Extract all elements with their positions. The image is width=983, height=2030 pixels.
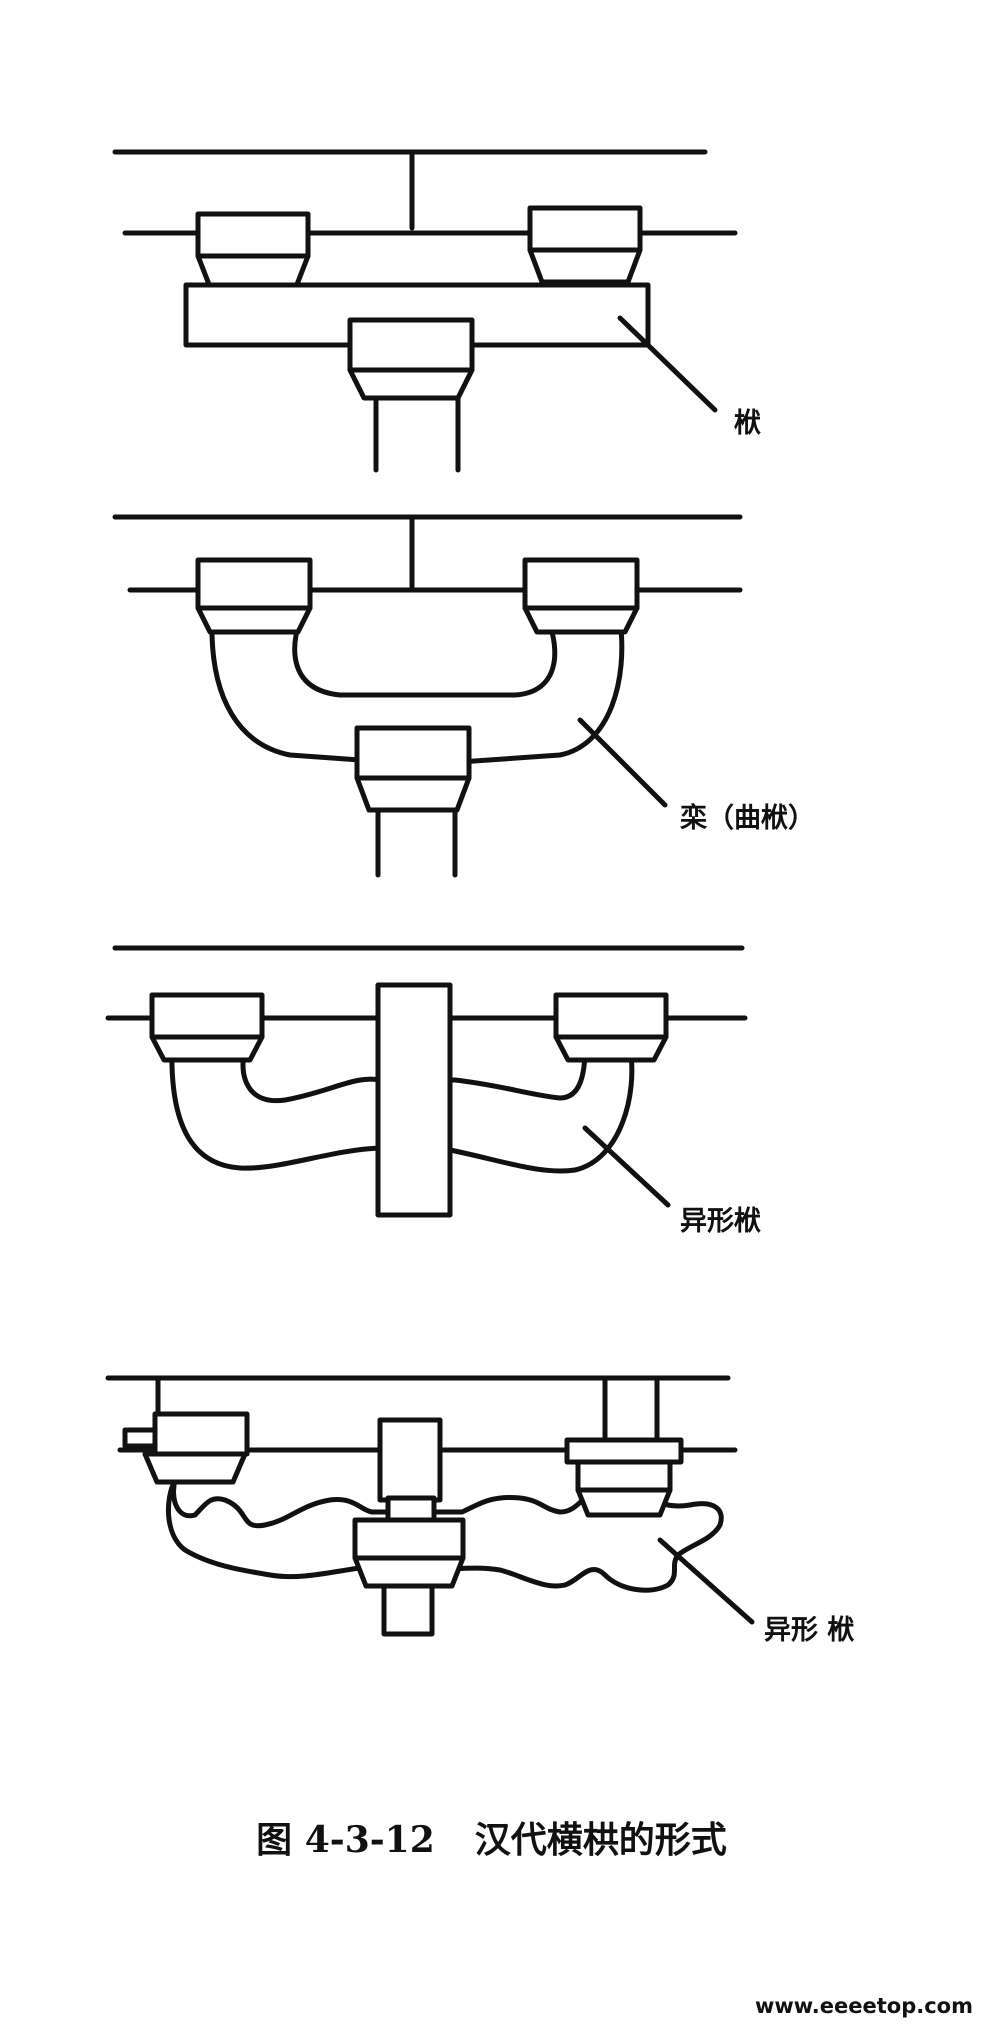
left-bearing-block [195, 557, 313, 635]
label-straight-bracket: 栿 [734, 408, 761, 439]
column [375, 807, 458, 878]
left-bearing-block [195, 211, 311, 290]
leader-line [582, 1125, 671, 1208]
central-post [377, 1417, 443, 1503]
right-post [602, 1375, 660, 1449]
leader-line [617, 315, 718, 413]
column [373, 395, 461, 473]
column [381, 1583, 435, 1637]
diagram-straight-bracket [112, 149, 738, 473]
central-post [375, 982, 453, 1218]
label-irregular-bracket: 异形栿 [680, 1206, 761, 1237]
left-bearing-block [149, 992, 265, 1063]
diagram-ornate-bracket [105, 1375, 755, 1637]
curved-bracket-arm [209, 617, 625, 765]
column-cap-block [347, 317, 475, 401]
leader-line [577, 717, 668, 808]
right-bearing-block [527, 205, 643, 285]
right-bearing-block [522, 557, 640, 635]
label-ornate-bracket: 异形 栿 [764, 1615, 855, 1646]
right-bearing-block [553, 992, 669, 1063]
figure-title: 汉代横栱的形式 [474, 1819, 727, 1861]
label-curved-bracket: 栾（曲栿） [680, 803, 815, 834]
left-bearing-block [122, 1411, 250, 1485]
figure-number: 图 4-3-12 [256, 1819, 435, 1861]
figure-caption: 图 4-3-12 汉代横栱的形式 [0, 1822, 983, 1858]
leader-line [657, 1537, 755, 1625]
right-bearing-block [564, 1437, 684, 1518]
diagram-irregular-bracket [105, 945, 748, 1218]
diagram-curved-bracket [112, 514, 743, 878]
watermark-text: www.eeeetop.com [754, 1994, 973, 2018]
column-cap-block [354, 725, 472, 813]
central-cap-block [352, 1495, 466, 1589]
